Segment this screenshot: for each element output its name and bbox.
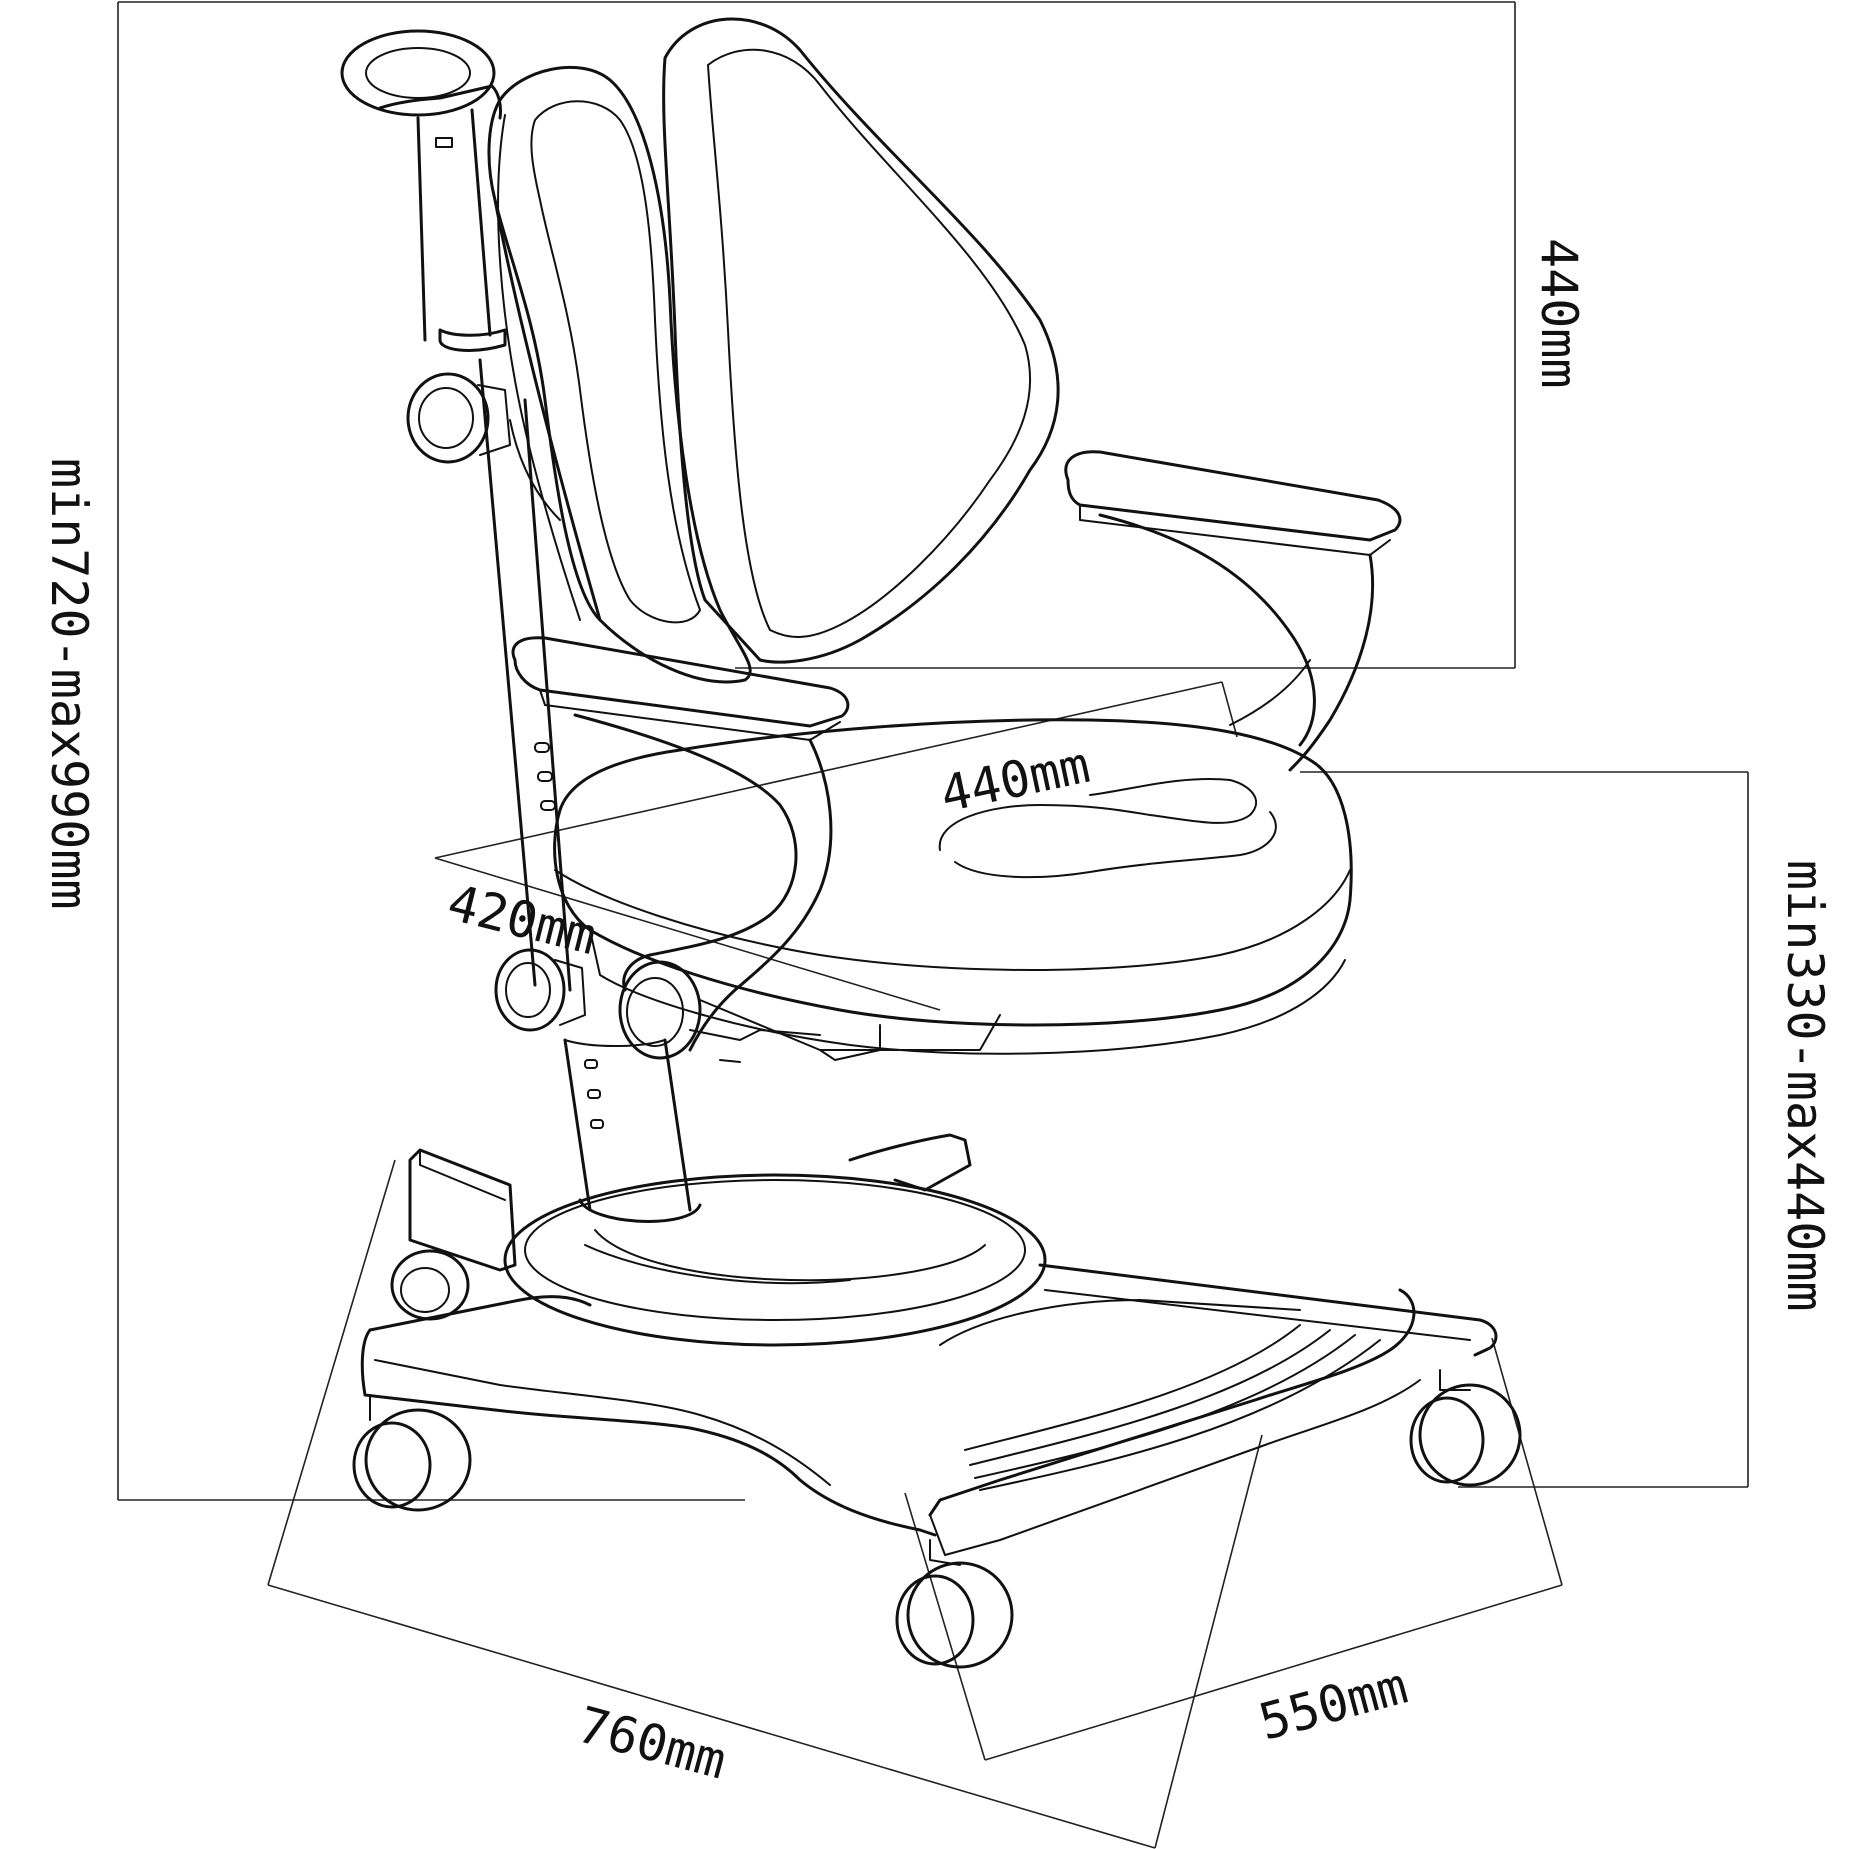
backrest <box>487 17 1060 684</box>
gas-column <box>563 1029 821 1212</box>
column-scale-marks <box>584 1059 604 1129</box>
backrest-height-label: 440mm <box>1530 238 1588 389</box>
caster-front-left-icon <box>352 1394 472 1512</box>
chair-base <box>360 1133 1498 1556</box>
seat-height-label: min330-max440mm <box>1776 860 1834 1312</box>
height-adjust-column <box>340 29 572 992</box>
seat-depth-label: 440mm <box>935 736 1094 824</box>
adjustment-knobs <box>406 372 586 1032</box>
casters <box>352 1249 1522 1669</box>
upper-knob-icon <box>406 372 511 464</box>
left-armrest <box>511 636 850 1060</box>
caster-front-right-icon <box>1409 1369 1522 1487</box>
total-height-label: min720-max990mm <box>40 458 98 910</box>
caster-back-left-icon <box>390 1249 470 1321</box>
lower-knob-icon <box>494 948 586 1032</box>
dimension-lines <box>117 1 1749 1849</box>
caster-front-center-icon <box>895 1539 1014 1669</box>
height-scale-marks <box>534 742 556 811</box>
base-length-label: 760mm <box>572 1696 732 1791</box>
dimension-labels: 440mm min720-max990mm min330-max440mm 44… <box>40 238 1834 1791</box>
